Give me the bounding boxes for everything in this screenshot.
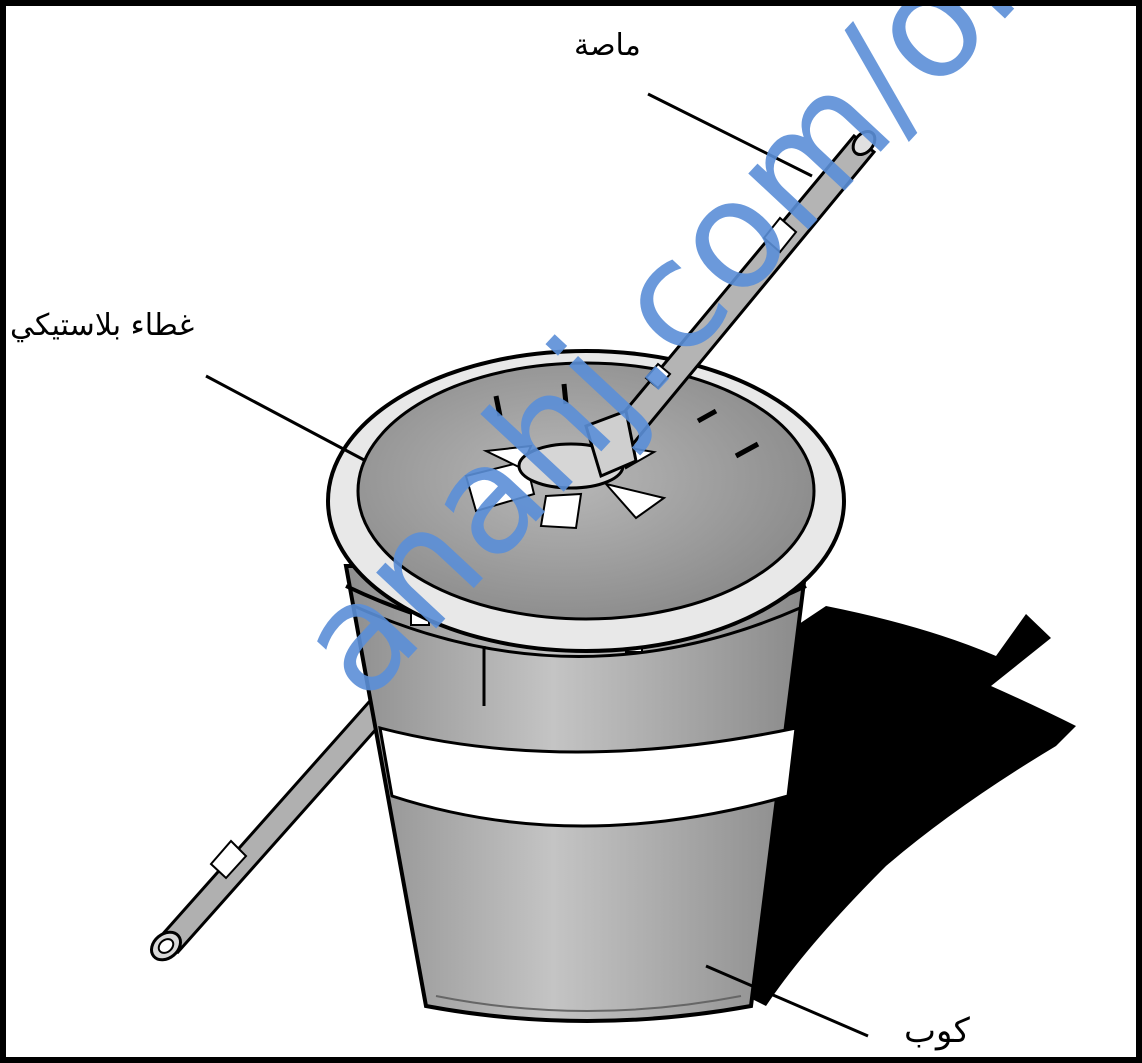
cup-label: كوب — [904, 1011, 970, 1051]
cup-straw-illustration — [6, 6, 1142, 1063]
lid-leader-line — [206, 376, 366, 461]
straw-label: ماصة — [574, 28, 641, 63]
plastic-lid-label: غطاء بلاستيكي — [10, 308, 194, 343]
